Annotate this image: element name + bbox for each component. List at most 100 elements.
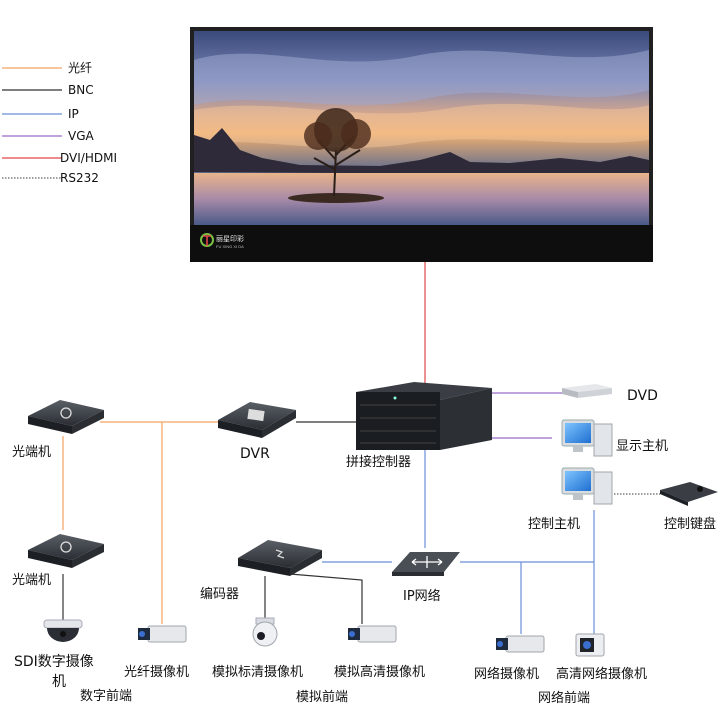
sd-camera-dome: [252, 621, 278, 647]
display-base: [190, 225, 653, 262]
legend-label-ip: IP: [68, 107, 79, 121]
sdi-camera-mount: [43, 619, 83, 629]
group-label-analog: 模拟前端: [296, 689, 348, 705]
label-encoder: 编码器: [200, 587, 239, 602]
brand-name: 丽星印彩: [216, 234, 244, 243]
ip-network-switch: [392, 552, 460, 576]
controller-side: [440, 388, 492, 450]
legend-label-vga: VGA: [68, 129, 95, 143]
label-display-host: 显示主机: [616, 439, 668, 454]
encoder-emblem: [275, 549, 285, 559]
dvd-front: [562, 388, 578, 398]
network-box-camera: [496, 635, 545, 653]
optical-2-front: [28, 550, 72, 568]
legend-label-dvi: DVI/HDMI: [60, 151, 117, 165]
label-control-host: 控制主机: [528, 517, 580, 532]
hd-net-camera-glass: [583, 641, 591, 649]
display-host-pc: [561, 419, 613, 457]
hd-camera-glass: [349, 631, 355, 637]
legend-item-rs232: RS232: [2, 171, 99, 185]
display-screen: 丽星印彩 FU XING XI DA: [190, 27, 653, 262]
sdi-camera-lens: [60, 631, 66, 637]
analog-hd-box-camera: [348, 625, 397, 643]
dvd-top: [562, 384, 612, 392]
label-sdi-camera-line2: 机: [52, 674, 66, 690]
dvd-side: [578, 388, 612, 398]
hd-camera-body: [357, 625, 397, 643]
fiber-box-camera: [138, 625, 187, 643]
legend-item-vga: VGA: [2, 129, 95, 143]
controller-front: [356, 392, 440, 450]
controller-led: [393, 396, 397, 400]
label-network-camera: 网络摄像机: [474, 666, 539, 682]
encoder-unit: [238, 540, 322, 576]
legend: 光纤 BNC IP VGA DVI/HDMI RS232: [2, 61, 117, 185]
optical-transceiver-2: [28, 534, 104, 568]
analog-sd-ptz-camera: [252, 617, 278, 647]
line-bnc-hd: [289, 573, 363, 624]
display-image-water: [194, 173, 649, 225]
group-label-digital: 数字前端: [80, 688, 132, 704]
label-dvd: DVD: [627, 388, 658, 404]
display-tree-foliage-3: [341, 119, 371, 149]
dvr-unit: [218, 402, 296, 438]
splicing-controller: [356, 382, 492, 450]
control-host-stand: [573, 494, 583, 500]
dvd-player: [562, 384, 612, 398]
optical-2-side: [72, 544, 104, 568]
label-analog-sd-camera: 模拟标清摄像机: [212, 665, 303, 680]
optical-transceiver-1: [28, 400, 104, 434]
display-mountains: [194, 128, 649, 175]
sd-camera-lens: [257, 632, 265, 640]
legend-label-rs232: RS232: [60, 171, 99, 185]
control-host-pc: [561, 467, 613, 505]
encoder-side: [290, 550, 322, 576]
label-controller: 拼接控制器: [346, 454, 411, 470]
display-host-tower: [593, 423, 613, 457]
label-optical-1: 光端机: [12, 445, 51, 460]
legend-item-bnc: BNC: [2, 83, 94, 97]
net-camera-glass: [497, 641, 503, 647]
legend-item-dvi: DVI/HDMI: [2, 151, 117, 165]
control-keyboard: [660, 482, 718, 506]
optical-2-emblem: [60, 541, 72, 553]
label-sdi-camera-line1: SDI数字摄像: [14, 654, 94, 670]
dvr-label-plate: [247, 408, 265, 422]
controller-top: [356, 382, 492, 400]
display-host-stand: [573, 446, 583, 452]
fiber-camera-glass: [139, 631, 145, 637]
net-camera-body: [505, 635, 545, 653]
hd-network-camera: [575, 633, 605, 657]
label-hd-network-camera: 高清网络摄像机: [556, 666, 647, 682]
legend-label-bnc: BNC: [68, 83, 94, 97]
display-tree-foliage-2: [304, 122, 332, 150]
fiber-camera-body: [147, 625, 187, 643]
control-host-tower: [593, 471, 613, 505]
legend-item-ip: IP: [2, 107, 79, 121]
ip-switch-front: [392, 572, 444, 576]
label-optical-2: 光端机: [12, 573, 51, 588]
legend-item-fiber: 光纤: [2, 61, 92, 75]
brand-subtitle: FU XING XI DA: [216, 244, 244, 249]
brand-logo-mark: [203, 235, 211, 246]
dvr-side: [262, 410, 296, 438]
sdi-dome-camera: [43, 619, 83, 642]
brand-logo: 丽星印彩 FU XING XI DA: [200, 233, 244, 249]
label-fiber-camera: 光纤摄像机: [124, 665, 189, 680]
keyboard-joystick: [697, 486, 703, 492]
ip-switch-arrows-icon: [411, 556, 443, 568]
display-host-screen: [565, 423, 591, 443]
label-analog-hd-camera: 模拟高清摄像机: [334, 664, 425, 680]
control-host-screen: [565, 471, 591, 491]
label-keyboard: 控制键盘: [664, 516, 716, 532]
display-image-sky: [194, 31, 649, 173]
encoder-front: [238, 558, 290, 576]
connections: [62, 262, 660, 634]
dvr-front: [218, 420, 262, 438]
display-clouds: [194, 50, 649, 105]
optical-1-front: [28, 416, 72, 434]
optical-1-side: [72, 410, 104, 434]
keyboard-body: [660, 482, 718, 502]
optical-1-emblem: [60, 407, 72, 419]
